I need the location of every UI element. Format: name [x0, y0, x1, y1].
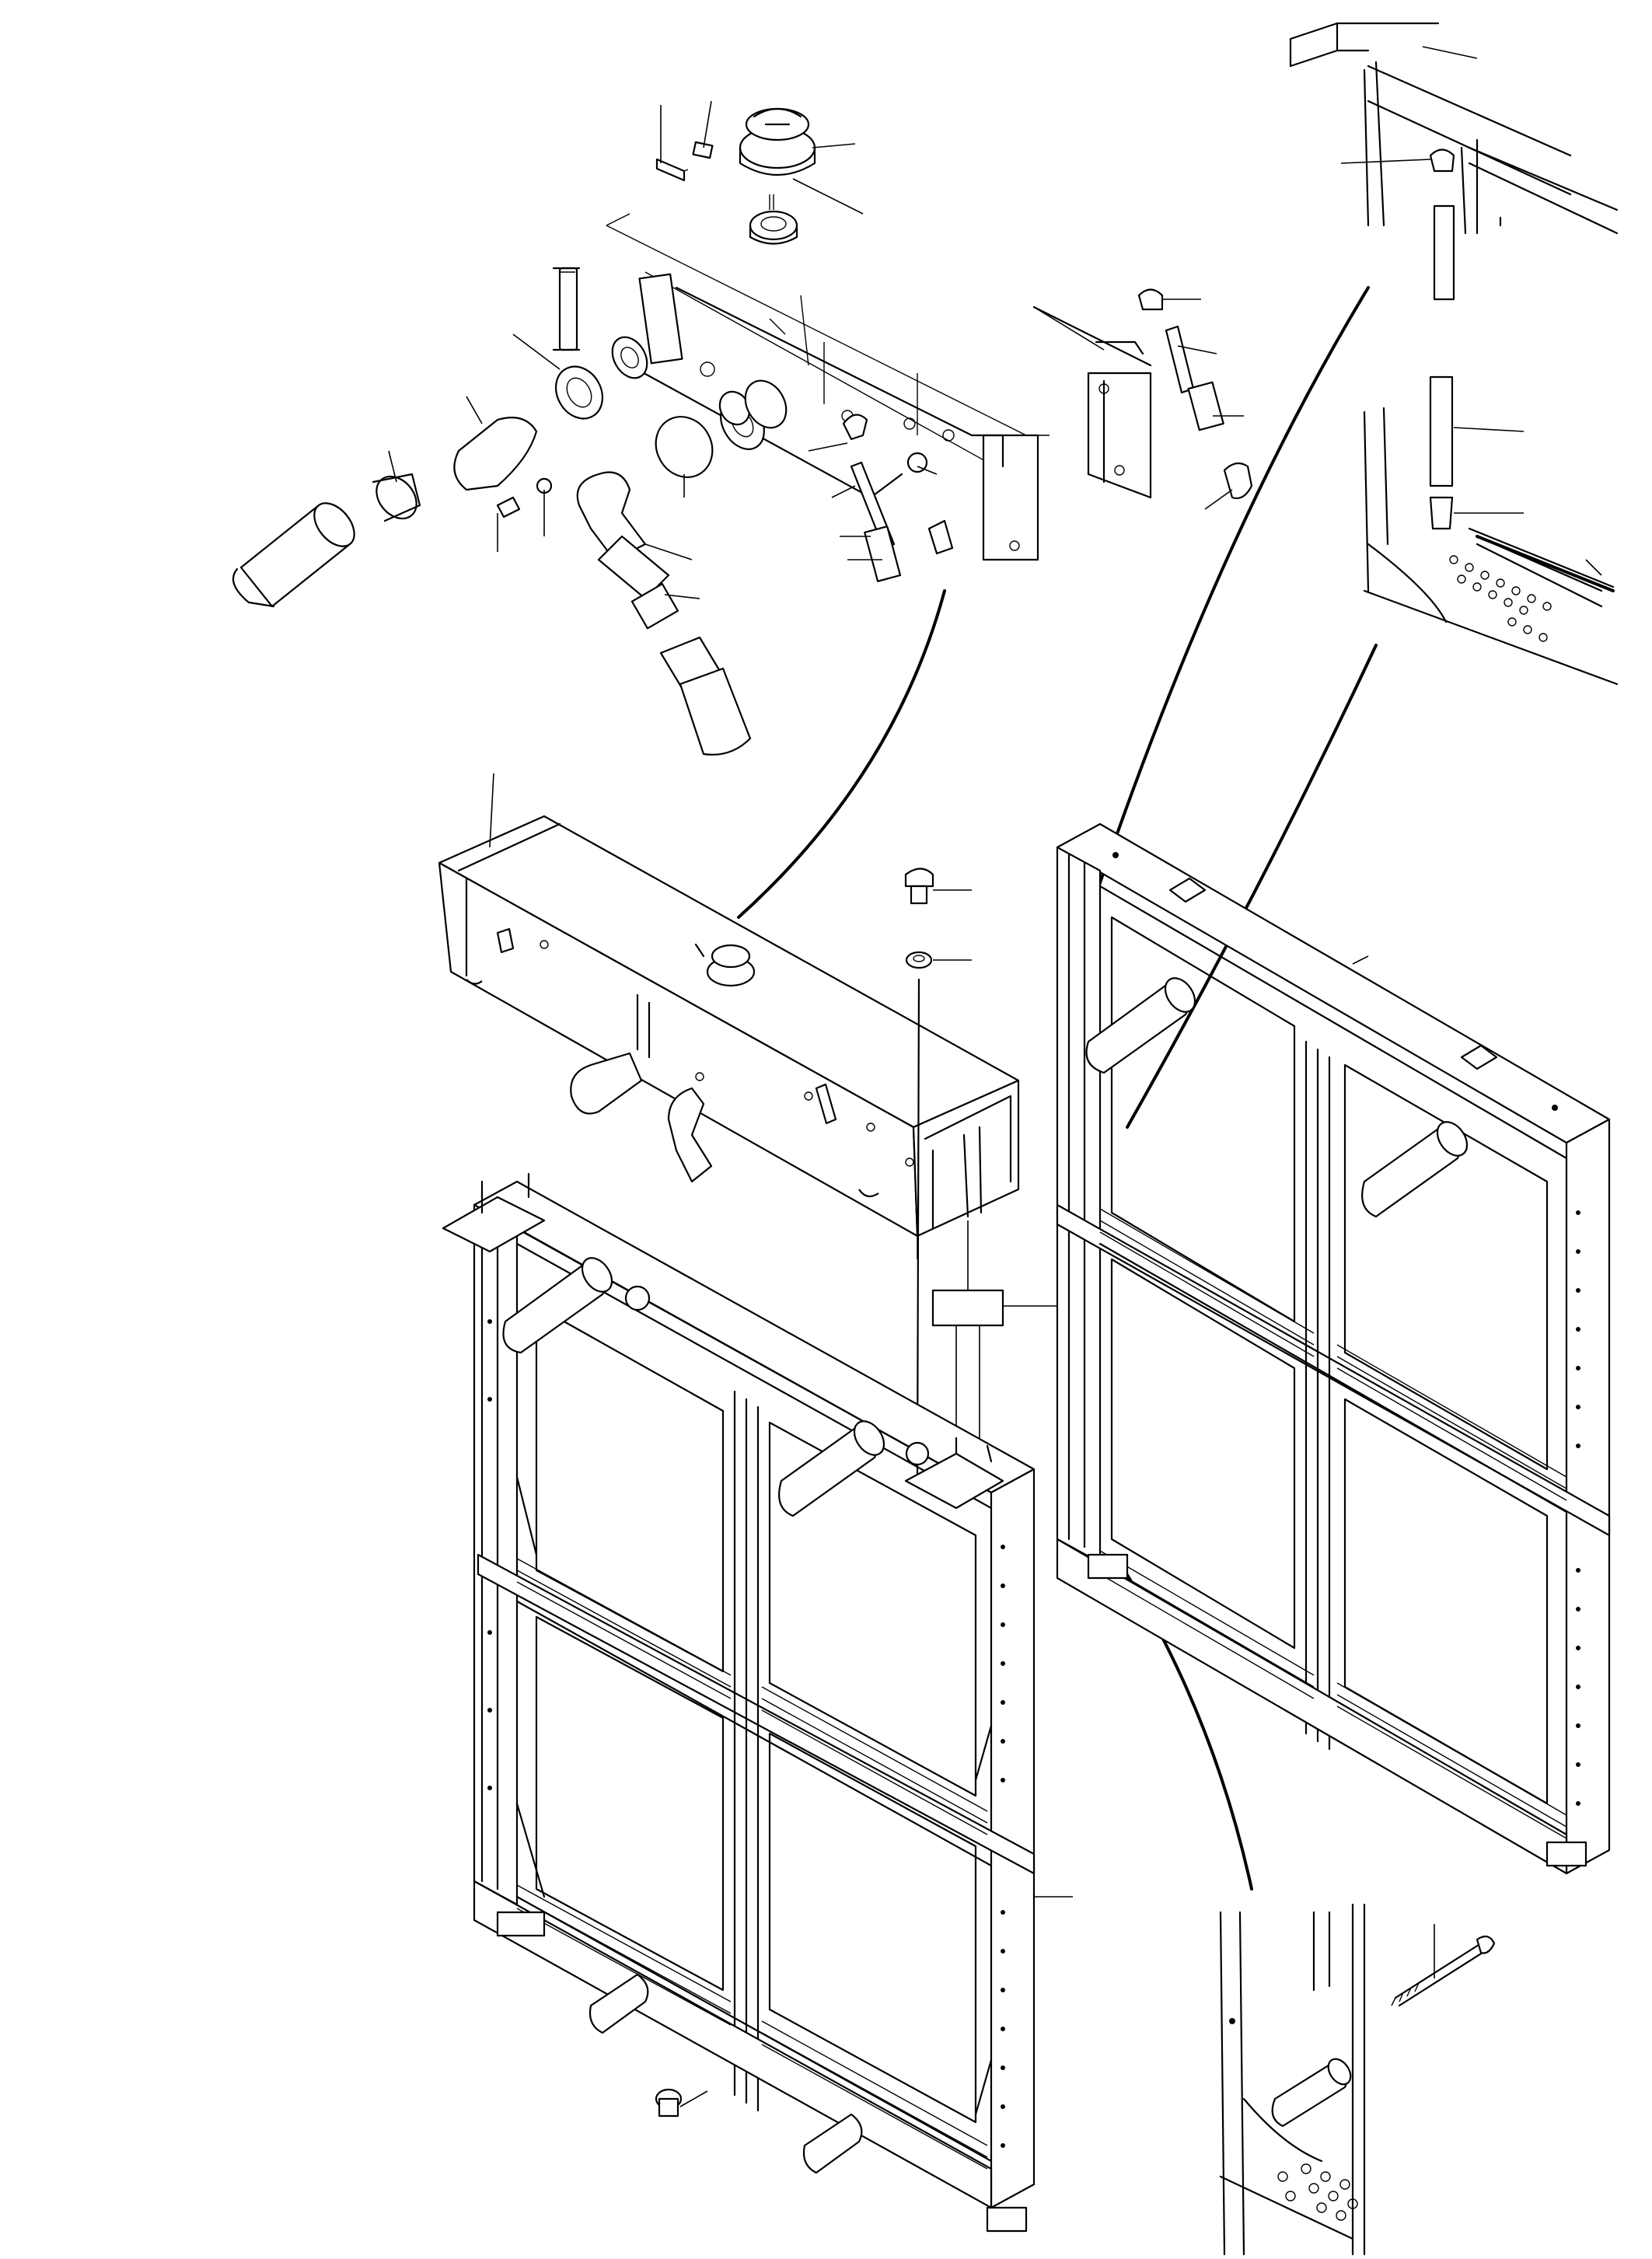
radiator-frame-right	[1056, 822, 1611, 1875]
reference-box	[917, 1220, 1057, 1493]
callout-leaders-top	[388, 100, 1244, 599]
frame-bolt-holes-right	[1576, 1210, 1580, 1806]
radiator-frame-left	[442, 1172, 1073, 2233]
perforated-step-texture-bolt	[1277, 2163, 1358, 2221]
tank-detail-view	[232, 100, 1253, 756]
frame-bolt-holes-left	[487, 1319, 1005, 2148]
drain-plug-icon	[655, 2088, 708, 2118]
sight-gauge-icon	[558, 267, 578, 351]
step-grating-left	[516, 1558, 988, 2170]
drain-pipe-detail-view	[1289, 22, 1619, 686]
step-grating-right	[1099, 1208, 1567, 1839]
lower-hose-assembly	[576, 379, 788, 756]
mounting-bolt-icon	[904, 868, 972, 1479]
frame-tube-icons	[502, 1257, 930, 2174]
filler-cap-icon	[739, 107, 816, 245]
top-tank-assembly	[438, 773, 1020, 1238]
upper-hose-assembly	[232, 336, 648, 608]
perforated-step-texture	[1449, 555, 1552, 642]
drain-tube-parts	[1032, 288, 1253, 500]
frame-bolt-detail-view	[1219, 1903, 1496, 2256]
small-fittings	[496, 414, 954, 582]
